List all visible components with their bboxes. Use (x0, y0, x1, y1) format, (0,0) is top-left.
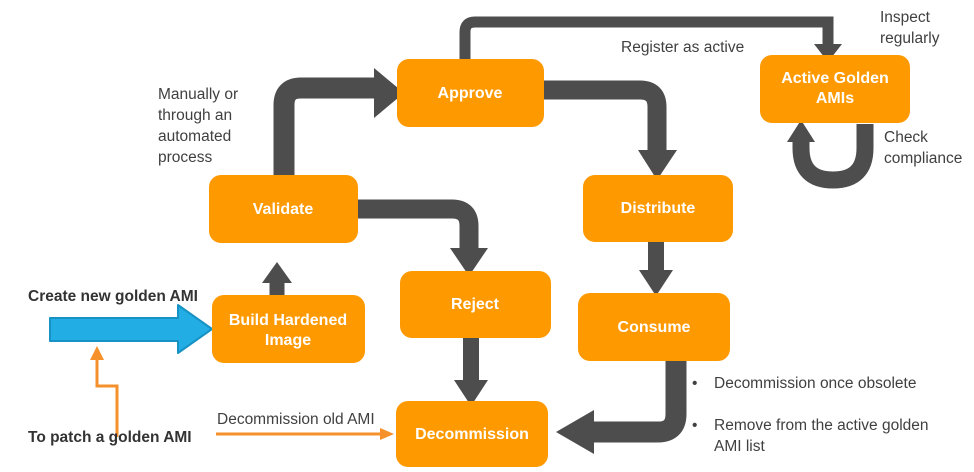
node-label-reject: Reject (451, 296, 500, 313)
node-active-golden-amis[interactable]: Active Golden AMIs (760, 55, 910, 123)
bullet-item-2-line1: Remove from the active golden (714, 417, 929, 434)
node-label-validate: Validate (253, 201, 314, 218)
node-consume[interactable]: Consume (578, 293, 730, 361)
label-inspect-line2: regularly (880, 30, 940, 47)
arrow-create-new-golden-ami (49, 304, 213, 354)
edge-distribute-to-consume (639, 241, 673, 296)
label-decommission-old-ami: Decommission old AMI (217, 411, 375, 428)
label-create-new-golden-ami: Create new golden AMI (28, 288, 198, 305)
label-manually-or-through-automated-process: Manually or through an automated process (158, 86, 238, 166)
bullet-list: • Decommission once obsolete • Remove fr… (692, 375, 929, 455)
node-label-active-line1: Active Golden (781, 70, 889, 87)
label-manual-line2: through an (158, 107, 232, 124)
edge-validate-to-reject (348, 199, 488, 276)
node-label-decommission: Decommission (415, 426, 529, 443)
node-label-distribute: Distribute (621, 200, 696, 217)
node-distribute[interactable]: Distribute (583, 175, 733, 242)
node-label-approve: Approve (438, 85, 503, 102)
node-reject[interactable]: Reject (400, 271, 551, 338)
label-manual-line4: process (158, 149, 213, 166)
bullet-item-1: Decommission once obsolete (714, 375, 916, 392)
node-label-build-line2: Image (265, 332, 311, 349)
arrow-decommission-old-ami (216, 428, 394, 440)
edge-active-self-loop (787, 120, 874, 189)
label-manual-line1: Manually or (158, 86, 238, 103)
node-label-consume: Consume (618, 319, 691, 336)
node-validate[interactable]: Validate (209, 175, 358, 243)
bullet-marker-2: • (692, 417, 697, 434)
node-build-hardened-image[interactable]: Build Hardened Image (212, 295, 365, 363)
label-inspect-regularly: Inspect regularly (880, 9, 940, 47)
edge-build-to-validate (262, 262, 292, 300)
edge-approve-to-active (459, 16, 842, 70)
bullet-item-2-line2: AMI list (714, 438, 766, 455)
node-approve[interactable]: Approve (397, 59, 544, 127)
label-check-line1: Check (884, 129, 928, 146)
node-label-active-line2: AMIs (816, 90, 854, 107)
label-check-compliance: Check compliance (884, 129, 962, 167)
arrow-patch-step-up (90, 346, 119, 437)
edge-consume-to-decommission (556, 360, 687, 454)
label-inspect-line1: Inspect (880, 9, 931, 26)
label-manual-line3: automated (158, 128, 231, 145)
edge-approve-to-distribute (535, 80, 677, 180)
bullet-marker-1: • (692, 375, 697, 392)
node-label-build-line1: Build Hardened (229, 312, 347, 329)
label-register-as-active: Register as active (621, 39, 744, 56)
edge-validate-to-approve (273, 68, 404, 200)
edge-reject-to-decommission (454, 337, 488, 406)
node-decommission[interactable]: Decommission (396, 401, 548, 467)
label-check-line2: compliance (884, 150, 962, 167)
label-to-patch-a-golden-ami: To patch a golden AMI (28, 429, 192, 446)
